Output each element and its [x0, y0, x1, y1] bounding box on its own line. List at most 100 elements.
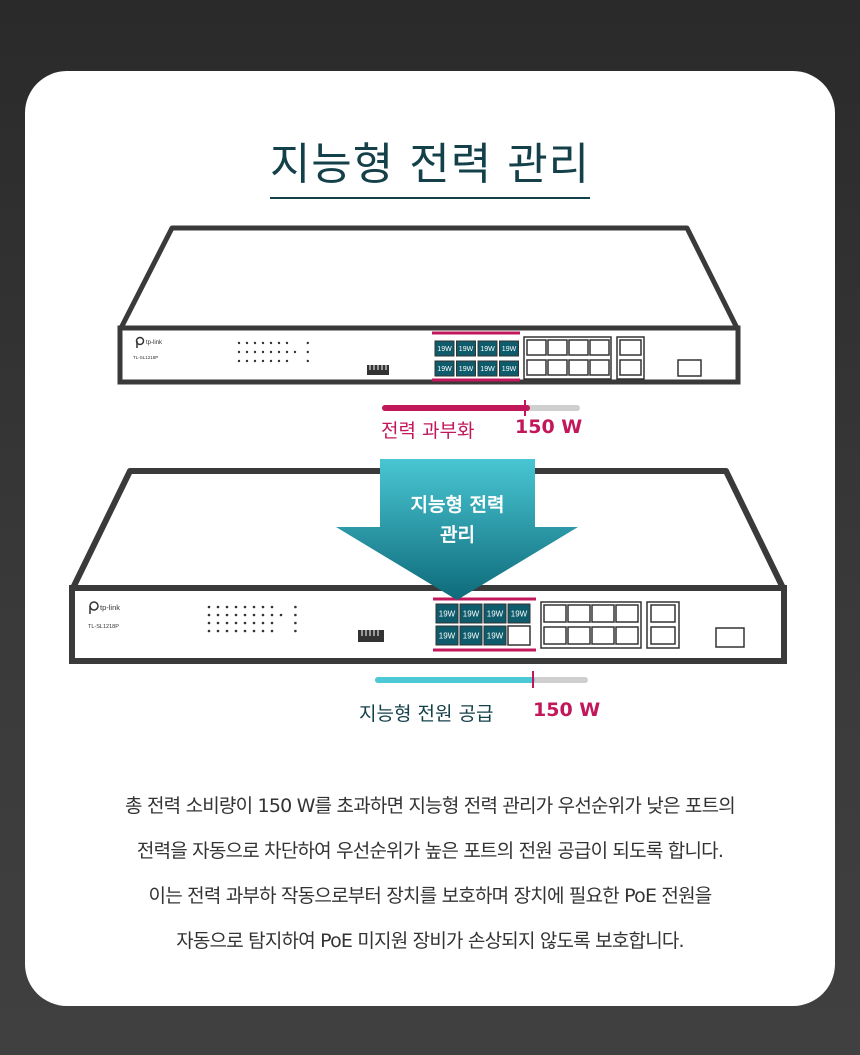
led-dot [245, 350, 249, 354]
led-dot [216, 621, 220, 625]
poe-port-label: 19W [463, 609, 480, 618]
led-dot [285, 341, 289, 345]
led-dot [261, 605, 265, 609]
led-dot [261, 341, 265, 345]
led-dot [306, 359, 309, 363]
poe-port [435, 603, 459, 624]
description-line: 자동으로 탐지하여 PoE 미지원 장비가 손상되지 않도록 보호합니다. [176, 930, 684, 952]
led-dot [207, 629, 211, 633]
top-led-dots [237, 341, 309, 363]
poe-port [483, 625, 507, 646]
led-dot [277, 341, 281, 345]
poe-port [477, 360, 498, 377]
poe-port [456, 360, 476, 377]
led-dot [243, 605, 247, 609]
led-dot [270, 605, 274, 609]
bottom-power-label: 지능형 전원 공급 [359, 703, 494, 725]
poe-port-label: 19W [459, 366, 474, 373]
poe-port-label: 19W [511, 609, 528, 618]
led-dot [253, 341, 257, 345]
led-dot [234, 621, 238, 625]
led-dot [225, 621, 229, 625]
led-dot [234, 629, 238, 633]
led-dot [261, 613, 265, 617]
poe-port [459, 625, 483, 646]
arrow-label-line1: 지능형 전력 [410, 494, 505, 516]
led-dot [261, 350, 265, 354]
led-dot [216, 613, 220, 617]
bottom-led-dots [207, 605, 297, 633]
led-dot [225, 605, 229, 609]
poe-port [456, 340, 476, 357]
led-dot [243, 613, 247, 617]
led-dot [306, 341, 309, 345]
poe-port [434, 340, 455, 357]
led-dot [243, 621, 247, 625]
down-arrow-icon [336, 459, 578, 600]
led-dot [237, 359, 241, 363]
led-dot [285, 350, 289, 354]
led-dot [225, 613, 229, 617]
tp-link-logo-icon [135, 336, 145, 348]
poe-port [435, 625, 459, 646]
led-dot [270, 621, 274, 625]
led-dot [277, 359, 281, 363]
led-dot [243, 629, 247, 633]
poe-port [483, 603, 507, 624]
led-dot [261, 359, 265, 363]
description-line: 이는 전력 과부하 작동으로부터 장치를 보호하며 장치에 필요한 PoE 전원… [148, 885, 713, 907]
led-dot [225, 629, 229, 633]
led-dot [237, 341, 241, 345]
led-dot [234, 613, 238, 617]
led-dot [269, 359, 273, 363]
poe-port-label: 19W [487, 631, 504, 640]
led-dot [252, 613, 256, 617]
led-dot [207, 605, 211, 609]
bottom-ports-normal [540, 601, 745, 649]
top-power-label: 전력 과부화 [381, 420, 475, 442]
led-dot [252, 629, 256, 633]
poe-port [499, 360, 519, 377]
poe-port-label: 19W [439, 631, 456, 640]
led-dot [269, 350, 273, 354]
description-line: 전력을 자동으로 차단하여 우선순위가 높은 포트의 전원 공급이 되도록 합니… [136, 840, 724, 862]
top-model-text: TL-SL1218P [133, 355, 158, 360]
led-dot [237, 350, 241, 354]
tp-link-logo-icon [89, 601, 99, 614]
poe-port-label: 19W [439, 609, 456, 618]
top-vent-icon [367, 365, 389, 375]
led-dot [270, 629, 274, 633]
poe-port [434, 360, 455, 377]
led-dot [294, 613, 297, 617]
poe-port-label: 19W [459, 346, 474, 353]
led-dot [285, 359, 289, 363]
led-dot [234, 605, 238, 609]
poe-port-label: 19W [487, 609, 504, 618]
poe-port-label: 19W [463, 631, 480, 640]
led-dot [207, 621, 211, 625]
bottom-power-bar [375, 671, 588, 688]
poe-port-unpowered [507, 625, 531, 646]
led-dot [293, 350, 297, 354]
led-dot [252, 621, 256, 625]
arrow-label: 지능형 전력 관리 [380, 490, 535, 550]
led-dot [294, 621, 297, 625]
poe-port-label: 19W [437, 366, 452, 373]
page-title: 지능형 전력 관리 [269, 139, 591, 199]
led-dot [216, 629, 220, 633]
page-title-wrap: 지능형 전력 관리 [0, 139, 860, 199]
led-dot [294, 605, 297, 609]
top-brand-text: tp-link [146, 340, 163, 346]
led-dot [245, 359, 249, 363]
led-dot [245, 341, 249, 345]
bottom-poe-ports: 19W 19W 19W 19W 19W 19W 19W [435, 603, 531, 646]
led-dot [261, 629, 265, 633]
description-line: 총 전력 소비량이 150 W를 초과하면 지능형 전력 관리가 우선순위가 낮… [125, 795, 736, 817]
led-dot [253, 359, 257, 363]
poe-port [499, 340, 519, 357]
led-dot [252, 605, 256, 609]
bottom-vent-icon [358, 630, 384, 642]
